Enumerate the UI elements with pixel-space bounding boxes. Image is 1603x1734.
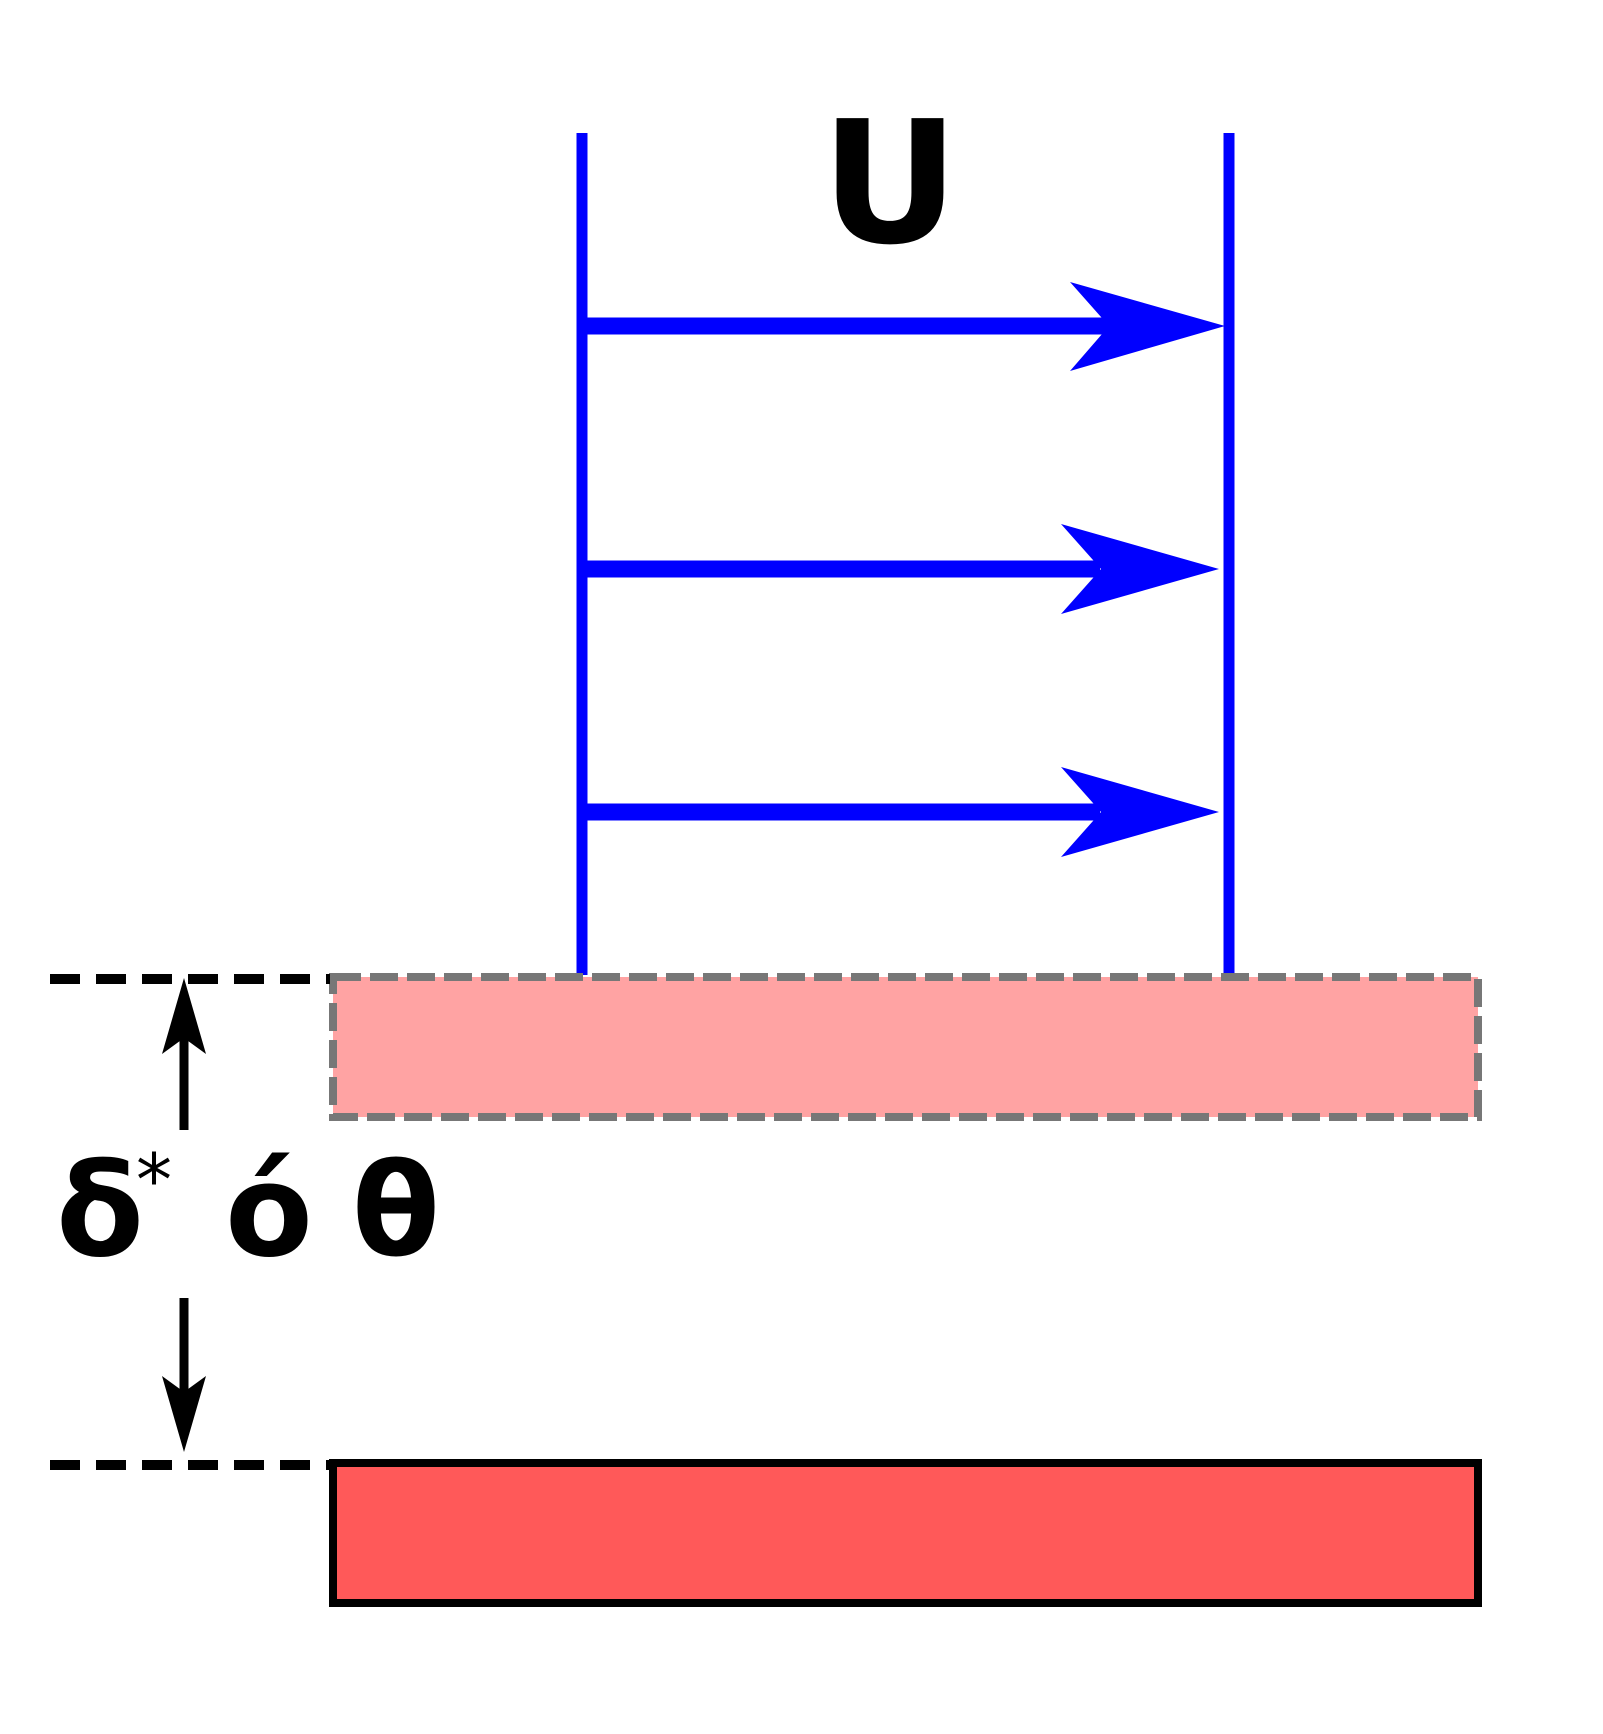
velocity-arrow	[582, 524, 1219, 614]
down-arrow-head	[162, 1376, 206, 1452]
momentum-thickness-symbol: θ	[352, 1137, 440, 1286]
velocity-arrow	[582, 282, 1225, 371]
dimension-arrow-up	[162, 978, 206, 1130]
dimension-arrow-down	[162, 1298, 206, 1452]
arrow-head	[1070, 282, 1225, 371]
displacement-thickness-superscript: *	[136, 1138, 172, 1222]
velocity-label: U	[821, 85, 959, 283]
velocity-profile: U	[576, 85, 1235, 975]
thickness-label: δ * ό θ	[56, 1137, 440, 1286]
velocity-arrow	[582, 767, 1219, 857]
wall	[329, 1459, 1482, 1607]
displaced-wall	[329, 973, 1482, 1121]
displacement-thickness-symbol: δ	[56, 1137, 144, 1286]
arrow-head	[1061, 767, 1219, 857]
arrow-head	[1061, 524, 1219, 614]
up-arrow-head	[162, 978, 206, 1054]
thickness-connector-text: ό	[225, 1137, 313, 1286]
